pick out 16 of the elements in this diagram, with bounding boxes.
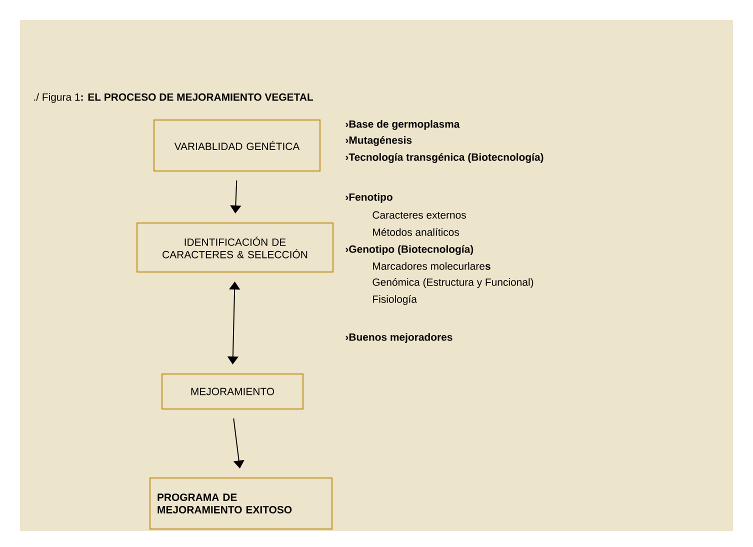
- list-item: ›Base de germoplasma: [346, 120, 460, 130]
- process-box: PROGRAMA DE MEJORAMIENTO EXITOSO: [150, 478, 332, 530]
- list-item: Fisiología: [373, 295, 417, 305]
- process-box: VARIABLIDAD GENÉTICA: [154, 120, 320, 172]
- list-item: Caracteres externos: [372, 211, 466, 219]
- list-item: ›Fenotipo: [346, 193, 392, 203]
- figure-title: ./ Figura 1: EL PROCESO DE MEJORAMIENTO VEGETAL: [34, 93, 314, 103]
- list-item: ›Mutagénesis: [346, 136, 412, 146]
- process-box: MEJORAMIENTO: [162, 374, 304, 410]
- list-item: Métodos analíticos: [373, 228, 460, 236]
- list-item: ›Tecnología transgénica (Biotecnología): [346, 153, 544, 163]
- list-item: Marcadores molecurlares: [373, 262, 490, 270]
- list-item: ›Genotipo (Biotecnología): [346, 245, 474, 255]
- list-item: ›Buenos mejoradores: [346, 333, 452, 343]
- list-item: Genómica (Estructura y Funcional): [372, 278, 534, 288]
- process-box: IDENTIFICACIÓN DE CARACTERES & SELECCIÓN: [136, 222, 334, 272]
